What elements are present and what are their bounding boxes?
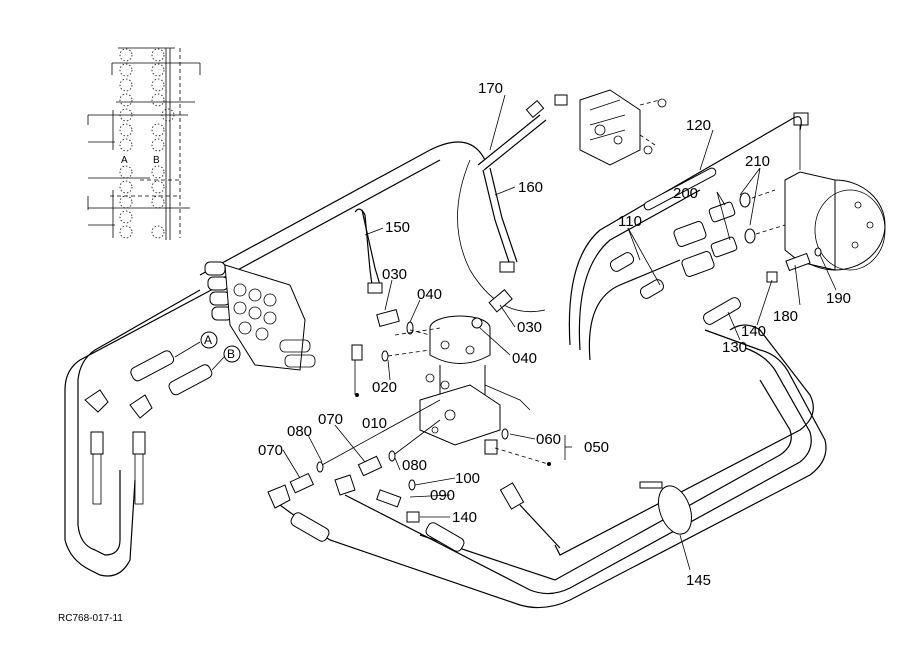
callout-040-right: 040 xyxy=(512,350,537,367)
port-label-a: A xyxy=(204,333,212,347)
callout-080-right: 080 xyxy=(402,457,427,474)
pilot-valve xyxy=(554,89,667,166)
schematic-port-label-a: A xyxy=(121,155,128,166)
hose-150 xyxy=(354,208,383,294)
bullet xyxy=(355,393,359,397)
callout-010: 010 xyxy=(362,415,387,432)
leader-lines xyxy=(282,94,837,571)
port-a-marker xyxy=(200,331,218,349)
callout-210: 210 xyxy=(745,153,770,170)
callout-060: 060 xyxy=(536,431,561,448)
callout-200: 200 xyxy=(673,185,698,202)
callout-labels: 170 160 150 120 210 200 110 030 040 030 … xyxy=(258,80,851,589)
schematic-port-label-b: B xyxy=(153,155,160,166)
swivel-joint xyxy=(419,315,531,446)
control-valve: A B xyxy=(200,261,316,371)
callout-140-bottom: 140 xyxy=(452,509,477,526)
callout-170: 170 xyxy=(478,80,503,97)
callout-080-left: 080 xyxy=(287,423,312,440)
callout-120: 120 xyxy=(686,117,711,134)
hose-170 xyxy=(477,99,547,171)
callout-020: 020 xyxy=(372,379,397,396)
callout-110: 110 xyxy=(618,213,642,230)
callout-130: 130 xyxy=(722,339,747,356)
reference-code: RC768-017-11 xyxy=(58,613,123,624)
callout-190: 190 xyxy=(826,290,851,307)
hydraulic-schematic: A B xyxy=(87,47,201,240)
motor-fittings xyxy=(609,167,822,325)
swivel-fittings xyxy=(267,289,561,552)
port-label-b: B xyxy=(227,347,235,361)
bullet xyxy=(547,462,551,466)
port-hoses xyxy=(84,341,226,505)
travel-motor xyxy=(784,112,886,271)
callout-040-left: 040 xyxy=(417,286,442,303)
callout-160: 160 xyxy=(518,179,543,196)
callout-030-right: 030 xyxy=(517,319,542,336)
clamp-145 xyxy=(639,481,692,535)
callout-150: 150 xyxy=(385,219,410,236)
port-b-marker xyxy=(223,345,241,363)
callout-140-right: 140 xyxy=(741,323,766,340)
callout-050: 050 xyxy=(584,439,609,456)
callout-090: 090 xyxy=(430,487,455,504)
callout-180: 180 xyxy=(773,308,798,325)
hose-routes xyxy=(64,119,827,609)
callout-030-left: 030 xyxy=(382,266,407,283)
callout-100: 100 xyxy=(455,470,480,487)
callout-145: 145 xyxy=(686,572,711,589)
callout-070-right: 070 xyxy=(318,411,343,428)
hose-160 xyxy=(482,167,518,273)
callout-070-left: 070 xyxy=(258,442,283,459)
